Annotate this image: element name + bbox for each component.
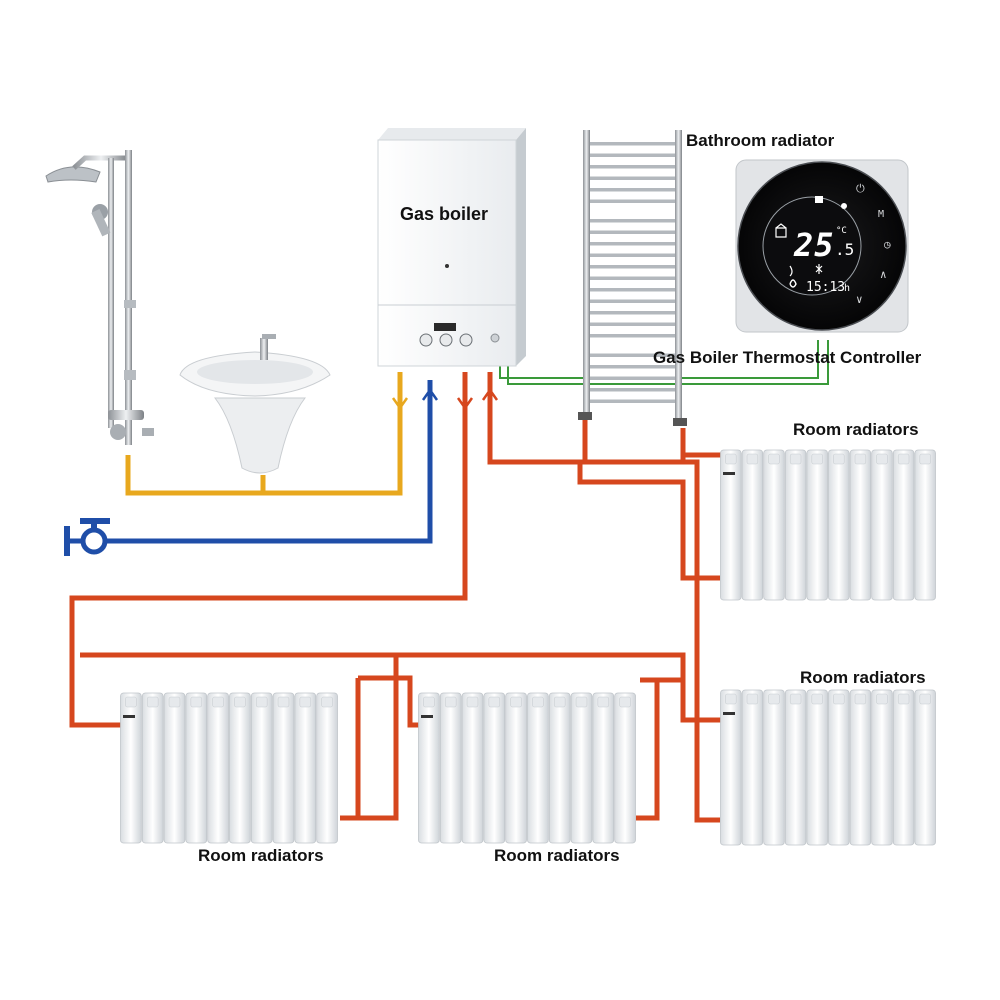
thermostat-temperature: 25: [794, 226, 835, 264]
heating-pipes: [69, 372, 722, 823]
thermostat-time-suffix: h: [844, 283, 851, 294]
thermostat-power-button[interactable]: ⏻: [856, 182, 865, 195]
label-bathroom-radiator: Bathroom radiator: [686, 131, 835, 150]
thermostat-unit: °C: [836, 226, 847, 236]
gas-boiler-icon: [377, 128, 526, 367]
shower-icon: [45, 150, 154, 445]
flow-arrows: [391, 387, 499, 411]
label-thermostat-controller: Gas Boiler Thermostat Controller: [653, 348, 922, 367]
thermostat-temperature-decimal: .5: [835, 240, 855, 259]
cold-water-valve: [64, 518, 110, 556]
room-radiator-top-right: [720, 449, 936, 601]
thermostat-up-button[interactable]: ∧: [880, 268, 887, 281]
sink-icon: [179, 334, 331, 474]
thermostat-icon: [735, 159, 909, 333]
room-radiator-bottom-left: [120, 692, 338, 844]
room-radiator-mid-right: [720, 689, 936, 846]
label-gas-boiler: Gas boiler: [400, 204, 489, 224]
thermostat-down-button[interactable]: ∨: [856, 293, 863, 306]
room-radiator-bottom-center: [418, 692, 636, 844]
bathroom-radiator-icon: [578, 130, 687, 426]
label-room-radiators-bottom-left: Room radiators: [198, 846, 324, 865]
label-room-radiators-top-right: Room radiators: [793, 420, 919, 439]
cold-water-pipe: [64, 380, 433, 544]
thermostat-mode-button[interactable]: M: [878, 209, 885, 220]
thermostat-clock-button[interactable]: ◷: [884, 238, 891, 251]
thermostat-time: 15:13: [806, 280, 846, 295]
label-room-radiators-bottom-center: Room radiators: [494, 846, 620, 865]
hot-water-pipes: [125, 372, 403, 496]
label-room-radiators-mid-right: Room radiators: [800, 668, 926, 687]
